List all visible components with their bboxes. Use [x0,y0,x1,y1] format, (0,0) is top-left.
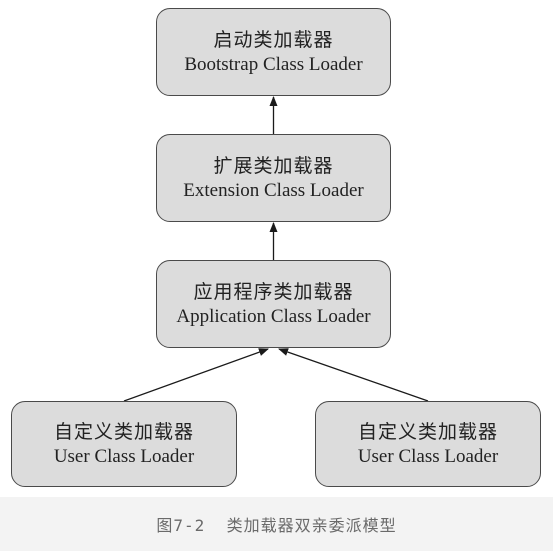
node-label-en: Extension Class Loader [183,180,364,201]
figure-caption: 图7-2 类加载器双亲委派模型 [156,516,397,535]
node-label-en: Bootstrap Class Loader [184,54,363,75]
edge-user-right-to-application [278,348,429,402]
node-label-en: User Class Loader [53,446,195,467]
caption-bar: 图7-2 类加载器双亲委派模型 [0,497,553,551]
node-label-zh: 启动类加载器 [213,29,334,51]
node-label-zh: 自定义类加载器 [53,421,194,443]
node-label-zh: 扩展类加载器 [213,155,334,177]
node-user-class-loader-left: 自定义类加载器 User Class Loader [11,401,237,487]
node-label-en: Application Class Loader [176,306,371,327]
edge-user-left-to-application [123,348,269,402]
node-application-class-loader: 应用程序类加载器 Application Class Loader [156,260,391,348]
node-label-zh: 应用程序类加载器 [193,281,354,303]
node-label-zh: 自定义类加载器 [357,421,498,443]
node-user-class-loader-right: 自定义类加载器 User Class Loader [315,401,541,487]
node-extension-class-loader: 扩展类加载器 Extension Class Loader [156,134,391,222]
node-label-en: User Class Loader [357,446,499,467]
arrow-layer [123,96,429,402]
node-bootstrap-class-loader: 启动类加载器 Bootstrap Class Loader [156,8,391,96]
